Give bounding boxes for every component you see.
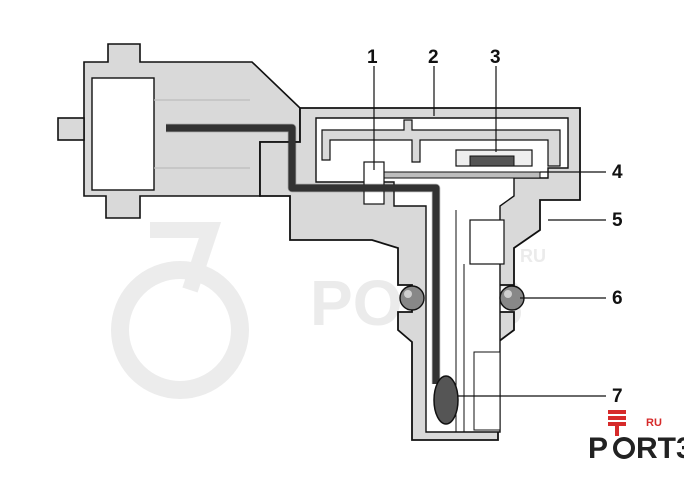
callout-3: 3 [490,47,501,68]
brand-logo: RU P RT3 [588,410,684,465]
callout-1: 1 [367,47,378,68]
sensor-housing [259,107,581,441]
watermark-suffix: RU [520,246,546,266]
stem [469,219,505,265]
logo-brand-first: P [588,432,608,465]
logo-brand-rest: RT3 [636,432,684,465]
callout-5: 5 [612,210,623,231]
connector-socket [91,77,155,191]
signal-wire [166,124,440,384]
callout-leaders [373,66,606,397]
temperature-sensor [433,375,459,425]
callout-labels: 1 2 3 4 5 6 7 [367,47,623,407]
callout-7: 7 [612,386,623,407]
chip-element [469,155,515,167]
callout-6: 6 [612,288,623,309]
logo-suffix: RU [646,417,662,429]
substrate [379,171,541,179]
callout-4: 4 [612,162,623,183]
callout-2: 2 [428,47,439,68]
o-ring [399,285,525,311]
logo-o-mark [613,437,635,459]
connector-pin-stub [57,117,85,141]
